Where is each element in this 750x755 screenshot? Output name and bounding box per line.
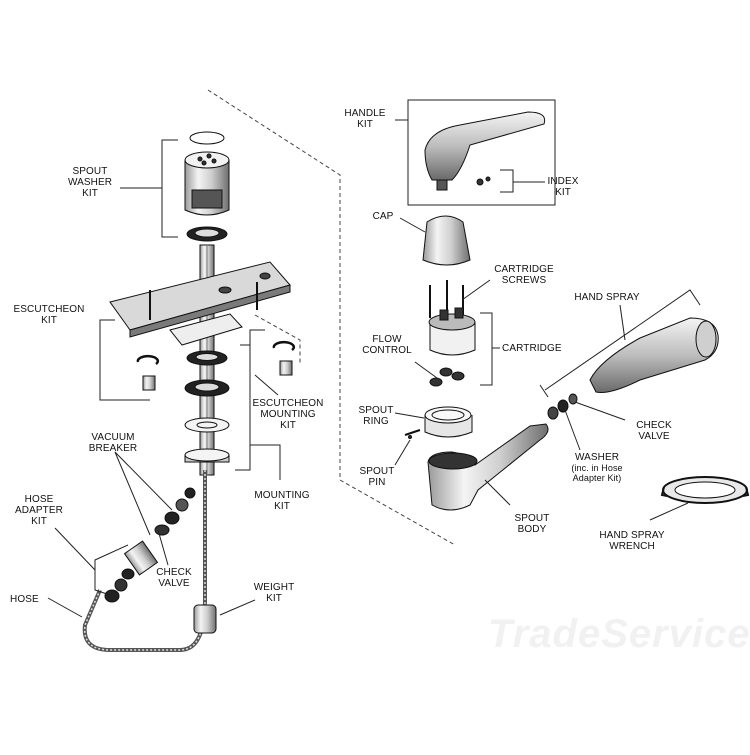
label-hose-adapter-kit: HOSE ADAPTER KIT [15,494,63,527]
label-spout-pin: SPOUT PIN [359,466,395,488]
cartridge [428,307,476,356]
label-washer: WASHER [574,452,620,463]
label-cap: CAP [372,211,394,222]
label-check-valve-left: CHECK VALVE [156,567,192,589]
label-handle-kit: HANDLE KIT [344,108,386,130]
cap [422,215,471,266]
label-escutcheon-kit: ESCUTCHEON KIT [13,304,85,326]
handle [424,111,546,181]
assembly-dashed-line [207,89,456,546]
mounting-studs [149,282,258,320]
spout-washer-ring-top [189,131,225,145]
spout-ring [424,406,473,438]
escutcheon-clip-right [272,340,296,376]
label-spout-ring: SPOUT RING [358,405,394,427]
label-spout-washer-kit: SPOUT WASHER KIT [67,166,113,199]
label-check-valve-right: CHECK VALVE [636,420,672,442]
label-hose: HOSE [10,594,39,605]
escutcheon-clip-left [136,354,160,391]
label-spout-body: SPOUT BODY [514,513,550,535]
label-cartridge-screws: CARTRIDGE SCREWS [494,264,554,286]
hand-spray-wrench [660,476,750,504]
label-cartridge: CARTRIDGE [502,343,562,354]
spout-body [427,423,549,511]
label-washer-note: (inc. in Hose Adapter Kit) [571,463,623,483]
label-escutcheon-mounting-kit: ESCUTCHEON MOUNTING KIT [252,398,324,431]
gasket-plate [169,313,243,346]
label-flow-control: FLOW CONTROL [362,334,412,356]
weight [193,604,217,634]
spout-pin [404,429,421,439]
spout-washer-ring-bottom [186,226,228,242]
watermark: TradeService [488,612,750,656]
index-set [436,176,491,191]
flow-control [429,367,465,387]
check-valve-right-part [547,393,578,420]
label-index-kit: INDEX KIT [547,176,579,198]
hose-adapter-stack [104,487,196,603]
leader-lines [47,99,701,618]
label-hand-spray: HAND SPRAY [574,292,640,303]
label-weight-kit: WEIGHT KIT [253,582,295,604]
label-hand-spray-wrench: HAND SPRAY WRENCH [599,530,665,552]
spout-washer-body [184,151,230,216]
escutcheon-plate [109,261,291,338]
label-vacuum-breaker: VACUUM BREAKER [88,432,138,454]
shank-rings [184,350,230,463]
hand-spray [589,317,719,393]
label-mounting-kit: MOUNTING KIT [254,490,310,512]
